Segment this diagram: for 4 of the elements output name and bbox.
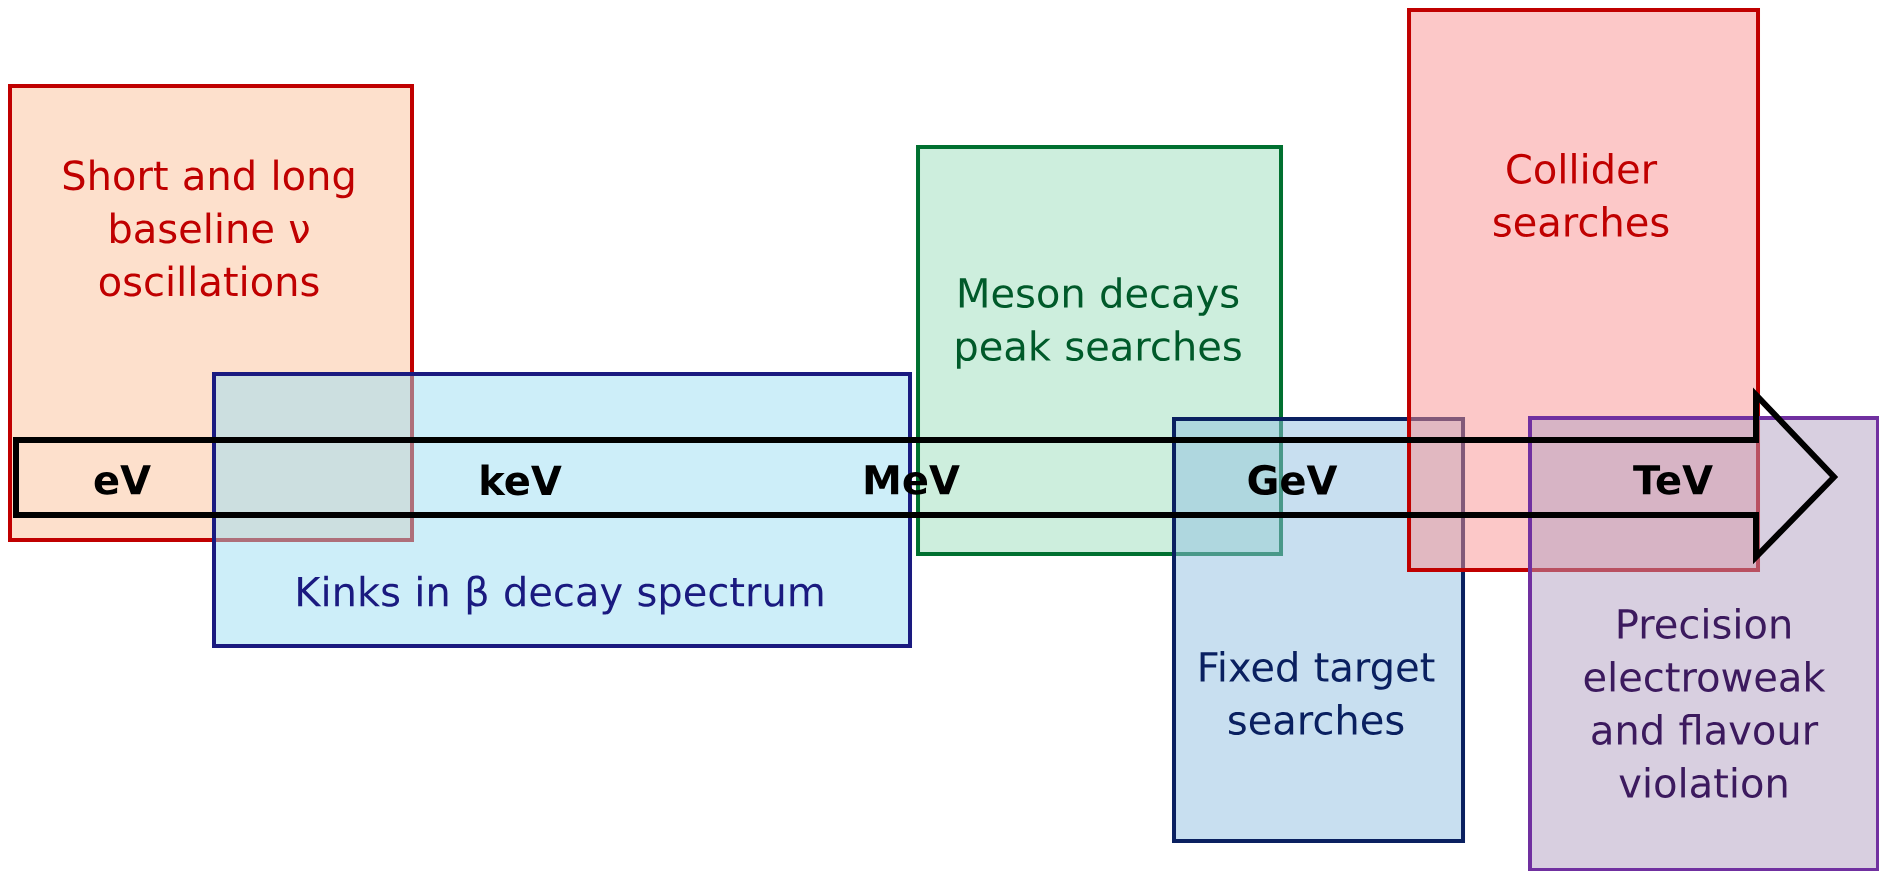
axis-label: eV bbox=[94, 465, 151, 495]
axis-label: TeV bbox=[1633, 465, 1713, 495]
axis-label: GeV bbox=[1248, 464, 1338, 496]
axis-label: keV bbox=[481, 464, 562, 496]
